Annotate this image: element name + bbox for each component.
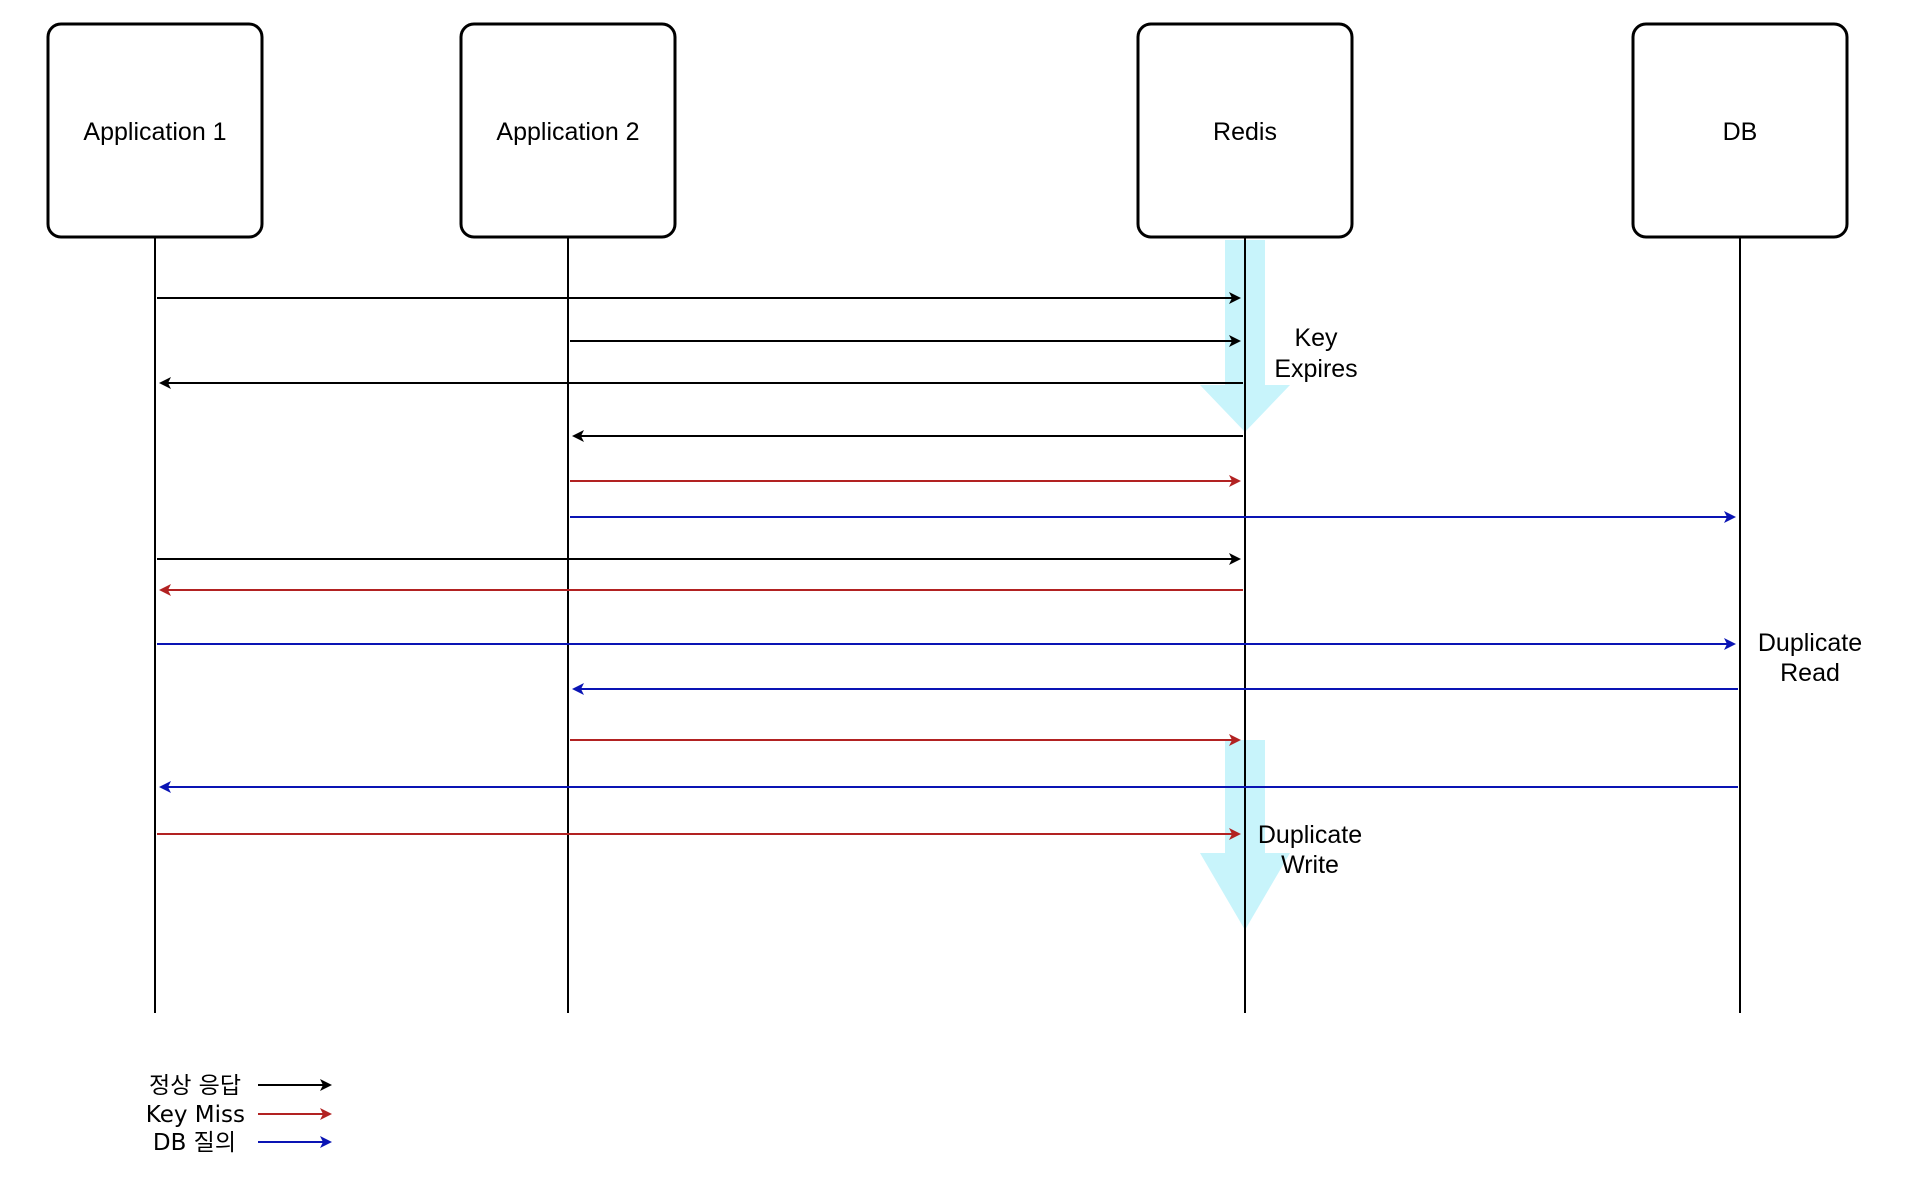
- key-expires-line-1: Key: [1294, 324, 1338, 352]
- legend-label-key-miss: Key Miss: [146, 1102, 245, 1128]
- legend-label-normal: 정상 응답: [149, 1073, 241, 1099]
- key-expires-label: Key Expires: [1274, 324, 1357, 383]
- duplicate-read-line-2: Read: [1780, 659, 1840, 687]
- duplicate-write-line-1: Duplicate: [1258, 821, 1362, 849]
- legend: 정상 응답 Key Miss DB 질의: [146, 1073, 332, 1156]
- message-arrows: [157, 292, 1738, 840]
- legend-item-key-miss: Key Miss: [146, 1102, 332, 1128]
- participant-application-1: Application 1: [46, 22, 264, 239]
- duplicate-write-label: Duplicate Write: [1258, 821, 1362, 879]
- participant-label: Redis: [1213, 118, 1277, 146]
- duplicate-read-label: Duplicate Read: [1758, 629, 1862, 687]
- participant-label: Application 1: [83, 118, 226, 146]
- participant-label: DB: [1723, 118, 1758, 146]
- legend-label-db-query: DB 질의: [153, 1130, 236, 1156]
- duplicate-read-line-1: Duplicate: [1758, 629, 1862, 657]
- key-expires-line-2: Expires: [1274, 355, 1357, 383]
- participant-db: DB: [1631, 22, 1849, 239]
- duplicate-write-line-2: Write: [1281, 851, 1339, 879]
- participant-redis: Redis: [1136, 22, 1354, 239]
- legend-item-normal: 정상 응답: [149, 1073, 332, 1099]
- participant-label: Application 2: [496, 118, 639, 146]
- legend-item-db-query: DB 질의: [153, 1130, 332, 1156]
- participant-application-2: Application 2: [459, 22, 677, 239]
